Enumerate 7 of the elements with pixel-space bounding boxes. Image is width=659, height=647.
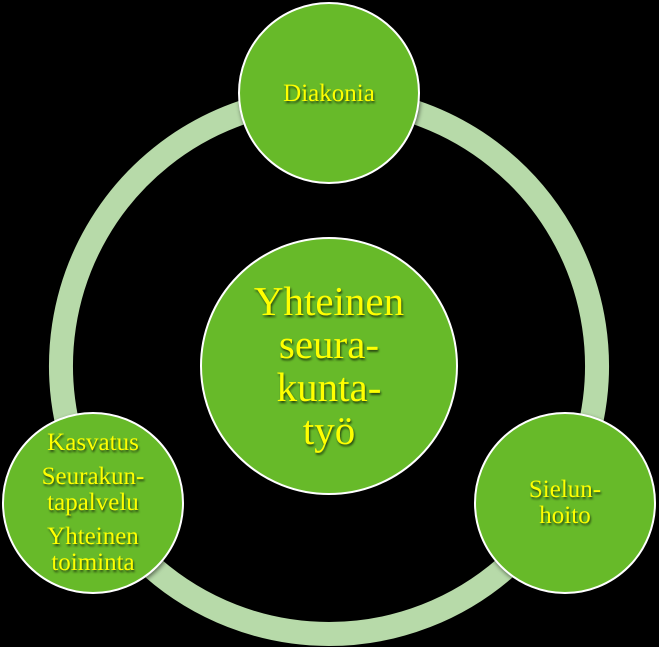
circle-title: Kasvatus — [47, 430, 139, 456]
center-title: Yhteinen seura- kunta- työ — [252, 280, 406, 452]
circle-title: Diakonia — [283, 80, 375, 106]
circle-title: Sielun- hoito — [528, 477, 602, 529]
ring-arc — [146, 558, 512, 646]
circle-label: Yhteinen toiminta — [46, 524, 140, 576]
circle-label: Seurakun- tapalvelu — [40, 464, 146, 516]
